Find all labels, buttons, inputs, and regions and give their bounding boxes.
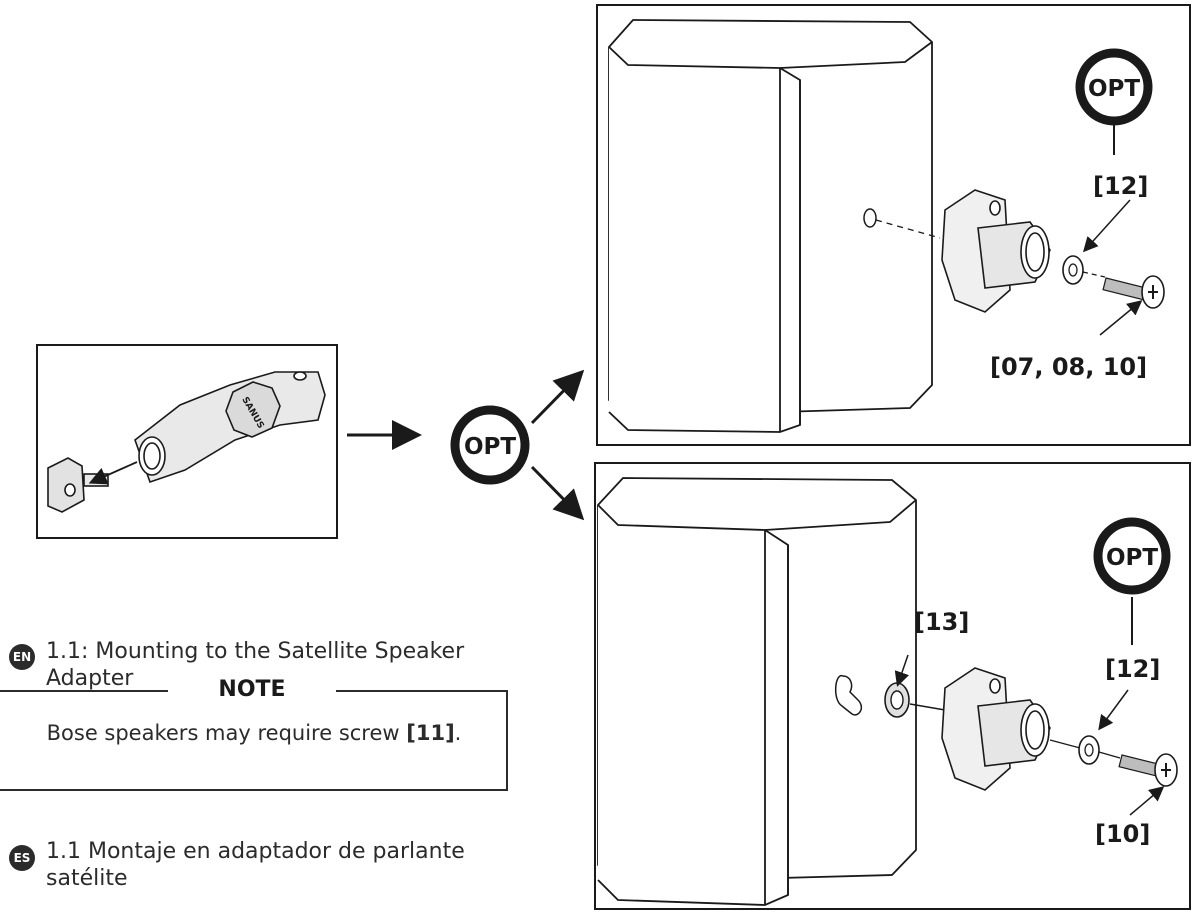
- screw-bottom: [1098, 751, 1178, 787]
- note-body-ref: [11]: [406, 721, 455, 745]
- branch-arrow-top: [530, 369, 585, 425]
- part-label-adapter-bottom: [13]: [914, 608, 970, 636]
- opt-label-center: OPT: [464, 434, 516, 460]
- adapter-inset: SANUS: [36, 344, 338, 539]
- branch-arrow-bottom: [530, 465, 585, 521]
- opt-badge-bottom: OPT: [1093, 517, 1171, 595]
- part-label-screw-bottom: [10]: [1095, 820, 1151, 848]
- opt-badge-center: OPT: [450, 405, 530, 485]
- keyhole-slot: [835, 675, 863, 716]
- adapter-stud-bottom: [884, 682, 910, 718]
- speaker-box-top: [608, 19, 933, 433]
- section-title-en-line2: Adapter: [46, 666, 134, 691]
- section-title-es-line2: satélite: [46, 866, 128, 891]
- top-panel: OPT: [596, 4, 1191, 446]
- part-label-washer-top: [12]: [1093, 172, 1149, 200]
- section-title-en: 1.1: Mounting to the Satellite Speaker A…: [46, 638, 464, 692]
- swivel-adapter-illustration: SANUS: [47, 371, 326, 513]
- bottom-panel: OPT: [594, 462, 1191, 910]
- opt-badge-top: OPT: [1075, 48, 1153, 126]
- opt-label-bottom: OPT: [1106, 545, 1158, 571]
- note-box: [0, 690, 508, 791]
- opt-label-top: OPT: [1088, 76, 1140, 102]
- note-title: NOTE: [218, 677, 286, 702]
- note-body-end: .: [454, 721, 462, 745]
- section-title-es: 1.1 Montaje en adaptador de parlante sat…: [46, 838, 465, 892]
- part-label-screws-top: [07, 08, 10]: [990, 353, 1148, 381]
- note-rule-left: [0, 690, 168, 692]
- screw-top: [1082, 271, 1165, 309]
- lang-badge-es: ES: [9, 845, 35, 871]
- note-body: Bose speakers may require screw [11].: [0, 721, 508, 745]
- mount-bracket-top: [941, 189, 1051, 313]
- mount-bracket-bottom: [941, 667, 1051, 791]
- speaker-box-bottom: [597, 477, 917, 906]
- note-body-text: Bose speakers may require screw: [46, 721, 407, 745]
- washer-top: [1062, 255, 1084, 285]
- washer-bottom: [1078, 735, 1100, 765]
- section-title-es-line1: 1.1 Montaje en adaptador de parlante: [46, 839, 465, 864]
- part-label-washer-bottom: [12]: [1105, 655, 1161, 683]
- lang-badge-en: EN: [9, 644, 35, 670]
- mount-hole-top: [863, 208, 877, 228]
- section-title-en-line1: 1.1: Mounting to the Satellite Speaker: [46, 639, 465, 664]
- note-rule-right: [336, 690, 508, 692]
